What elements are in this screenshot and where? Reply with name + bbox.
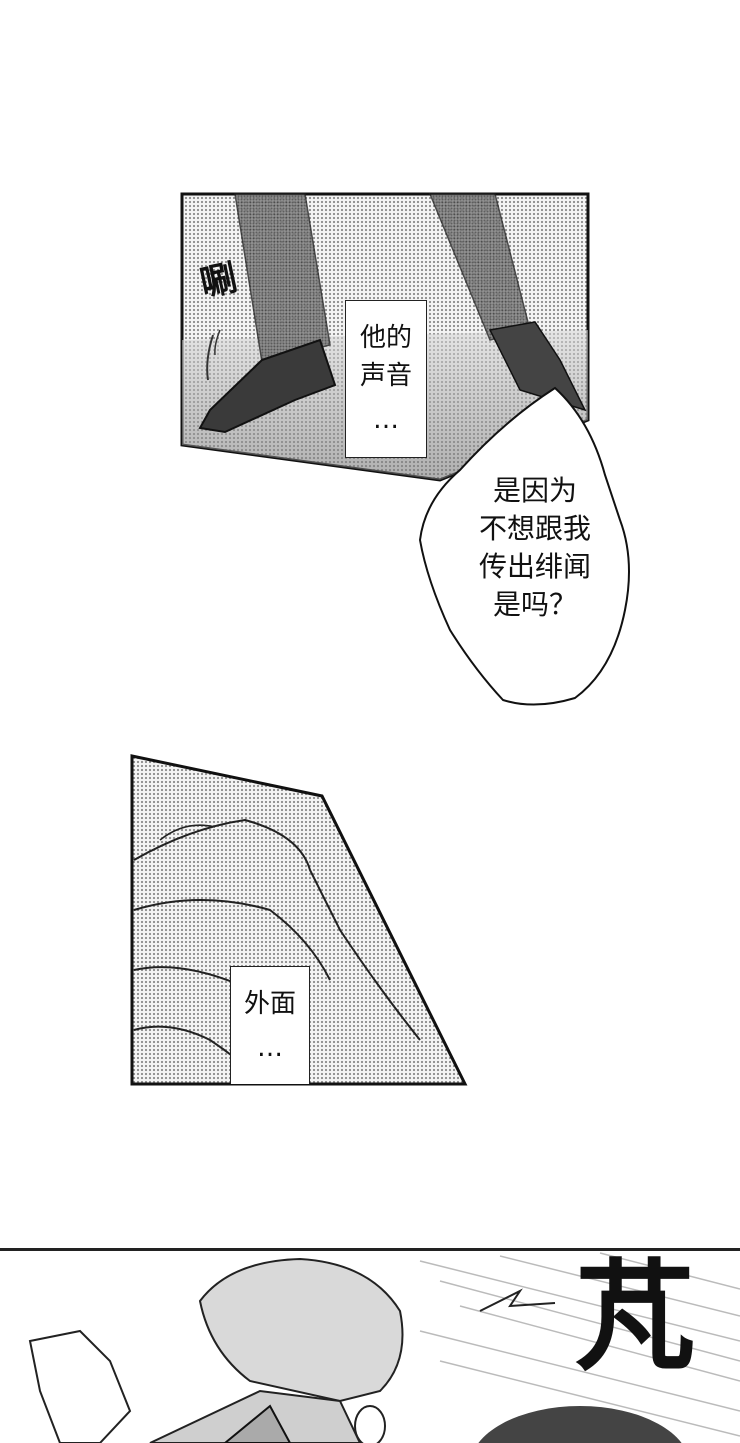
- speech-bubble-shape: [418, 386, 630, 706]
- caption-line: 他的: [359, 323, 412, 353]
- bubble-line: 传出绯闻: [478, 550, 591, 583]
- panel-man-art: [28, 1252, 740, 1443]
- bubble-line: 不想跟我: [478, 512, 591, 545]
- caption-line: 外面: [243, 989, 296, 1019]
- speech-bubble: 是因为 不想跟我 传出绯闻 是吗？: [415, 380, 655, 710]
- caption-his-voice: 他的 声音 …: [345, 300, 427, 458]
- caption-line: 声音: [359, 361, 412, 391]
- sfx-large: 芃: [575, 1249, 695, 1388]
- caption-outside: 外面 …: [230, 966, 310, 1084]
- caption-line: …: [373, 405, 399, 435]
- bubble-line: 是因为: [492, 474, 577, 507]
- panel-hands: 外面 …: [0, 740, 740, 1100]
- panel-hands-art: [130, 754, 468, 1086]
- bubble-line: 是吗？: [492, 588, 577, 621]
- caption-line: …: [257, 1033, 283, 1063]
- speech-bubble-text: 是因为 不想跟我 传出绯闻 是吗？: [460, 472, 610, 624]
- panel-man: 芃: [0, 1248, 740, 1443]
